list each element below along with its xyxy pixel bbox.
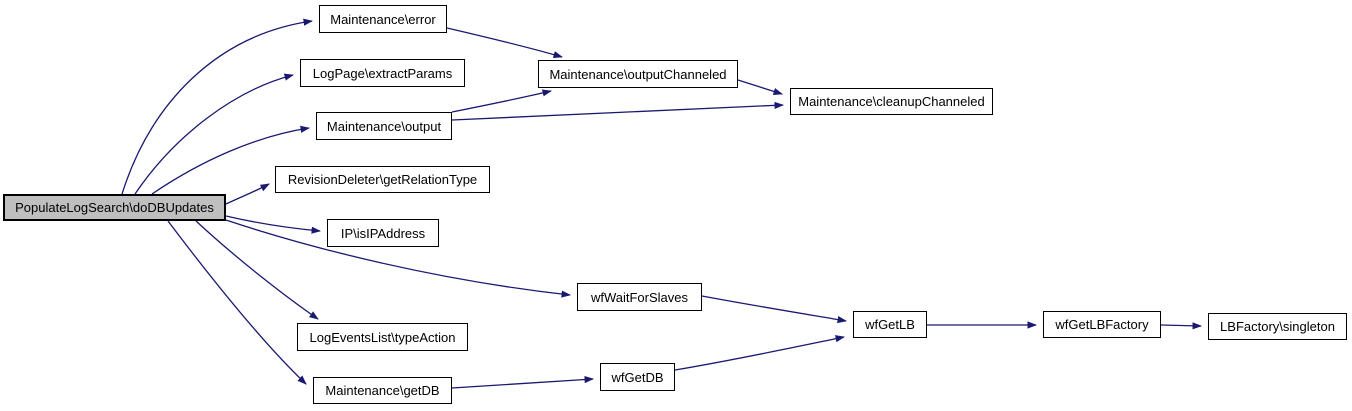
graph-node-getRelationType[interactable]: RevisionDeleter\getRelationType [275,166,490,193]
graph-node-label: LogEventsList\typeAction [309,329,456,345]
edge-doDBUpdates-output [151,125,310,195]
graph-node-wfGetDB[interactable]: wfGetDB [600,363,675,391]
edge-wfGetDB-wfGetLB [674,335,845,371]
edge-output-cleanupChanneled [451,101,784,121]
graph-node-doDBUpdates: PopulateLogSearch\doDBUpdates [3,194,226,221]
graph-node-singleton[interactable]: LBFactory\singleton [1208,313,1347,340]
edge-error-outputChanneled [446,27,563,59]
edge-wfGetLBFactory-singleton [1160,322,1202,330]
graph-node-label: wfGetDB [611,369,664,385]
graph-node-label: wfWaitForSlaves [590,289,689,305]
graph-node-label: PopulateLogSearch\doDBUpdates [15,200,214,215]
graph-node-label: IP\isIPAddress [340,225,426,241]
edge-getDB-wfGetDB [451,375,594,389]
graph-node-wfWaitForSlaves[interactable]: wfWaitForSlaves [577,283,702,311]
graph-node-label: wfGetLB [865,317,915,332]
edge-doDBUpdates-error [121,18,313,195]
edge-doDBUpdates-isIPAddress [225,215,321,234]
graph-node-label: wfGetLBFactory [1055,317,1149,332]
graph-node-isIPAddress[interactable]: IP\isIPAddress [327,219,439,247]
graph-node-outputChanneled[interactable]: Maintenance\outputChanneled [538,60,738,88]
graph-node-label: Maintenance\output [326,118,442,134]
graph-node-getDB[interactable]: Maintenance\getDB [313,377,452,404]
graph-node-label: LogPage\extractParams [312,65,453,81]
graph-node-label: Maintenance\getDB [325,383,440,398]
graph-node-extractParams[interactable]: LogPage\extractParams [300,59,465,87]
graph-node-wfGetLB[interactable]: wfGetLB [853,311,927,338]
edge-wfWaitForSlaves-wfGetLB [701,295,847,324]
edge-doDBUpdates-typeAction [195,220,319,320]
graph-node-typeAction[interactable]: LogEventsList\typeAction [297,323,468,351]
graph-node-output[interactable]: Maintenance\output [316,112,452,140]
edge-doDBUpdates-extractParams [134,73,294,195]
graph-node-label: Maintenance\outputChanneled [549,66,727,82]
edge-outputChanneled-cleanupChanneled [737,79,783,95]
graph-node-label: Maintenance\error [330,11,436,27]
graph-node-label: LBFactory\singleton [1220,319,1335,334]
graph-node-label: Maintenance\cleanupChanneled [798,94,985,109]
edge-doDBUpdates-wfWaitForSlaves [225,219,571,298]
graph-node-wfGetLBFactory[interactable]: wfGetLBFactory [1043,311,1161,338]
graph-node-label: RevisionDeleter\getRelationType [287,172,478,187]
graph-node-error[interactable]: Maintenance\error [319,5,447,33]
edge-doDBUpdates-getRelationType [225,183,270,205]
edge-output-outputChanneled [451,89,552,113]
edge-doDBUpdates-getDB [167,220,307,385]
graph-node-cleanupChanneled[interactable]: Maintenance\cleanupChanneled [790,88,993,115]
